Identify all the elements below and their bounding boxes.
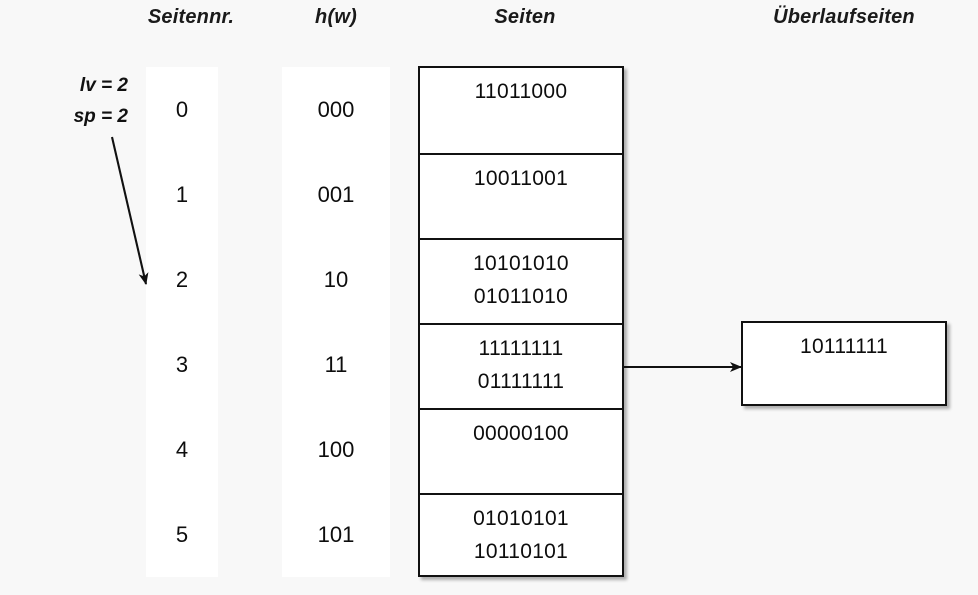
hw-cell: 001: [317, 181, 355, 207]
page-cell: 11011000: [420, 68, 622, 153]
page-cell: 01010101 10110101: [420, 493, 622, 578]
page-line: 00000100: [473, 422, 569, 445]
column-header-seitennr: Seitennr.: [147, 6, 235, 28]
hw-cell: 11: [324, 351, 348, 377]
page-line: 01011010: [473, 285, 569, 308]
seitennr-cell: 3: [175, 351, 189, 377]
hw-cell: 100: [317, 436, 355, 462]
page-cell: 10011001: [420, 153, 622, 238]
seitennr-cell: 5: [175, 521, 189, 547]
hw-cell: 000: [317, 96, 355, 122]
page-line: 01010101: [473, 507, 569, 530]
hw-cell: 10: [323, 266, 349, 292]
column-header-ueberlaufseiten: Überlaufseiten: [773, 6, 915, 28]
seitennr-cell: 1: [175, 181, 189, 207]
page-cell: 00000100: [420, 408, 622, 493]
param-lv: lv = 2: [79, 75, 128, 96]
page-cell-overflowing: 11111111 01111111: [420, 323, 622, 408]
seitennr-cell: 4: [175, 436, 189, 462]
overflow-page-line: 10111111: [799, 335, 889, 358]
seitennr-cell: 0: [175, 96, 189, 122]
split-pointer-arrow: [110, 136, 149, 285]
column-header-hw: h(w): [315, 6, 357, 28]
column-header-seiten: Seiten: [494, 6, 556, 28]
param-sp: sp = 2: [73, 106, 128, 127]
page-cell: 10101010 01011010: [420, 238, 622, 323]
parameter-annotation: lv = 2 sp = 2: [16, 70, 128, 132]
pages-table: 11011000 10011001 10101010 01011010 1111…: [418, 66, 624, 577]
page-line: 10101010: [473, 252, 569, 275]
hw-cell: 101: [317, 521, 355, 547]
page-line: 10110101: [473, 540, 569, 563]
column-hw: 000 001 10 11 100 101: [282, 67, 390, 577]
page-line: 11111111: [478, 337, 564, 360]
overflow-page-box: 10111111: [741, 321, 947, 406]
seitennr-cell: 2: [175, 266, 189, 292]
page-line: 10011001: [473, 167, 569, 190]
page-line: 11011000: [474, 80, 568, 103]
column-seitennr: 0 1 2 3 4 5: [146, 67, 218, 577]
page-line: 01111111: [477, 370, 565, 393]
